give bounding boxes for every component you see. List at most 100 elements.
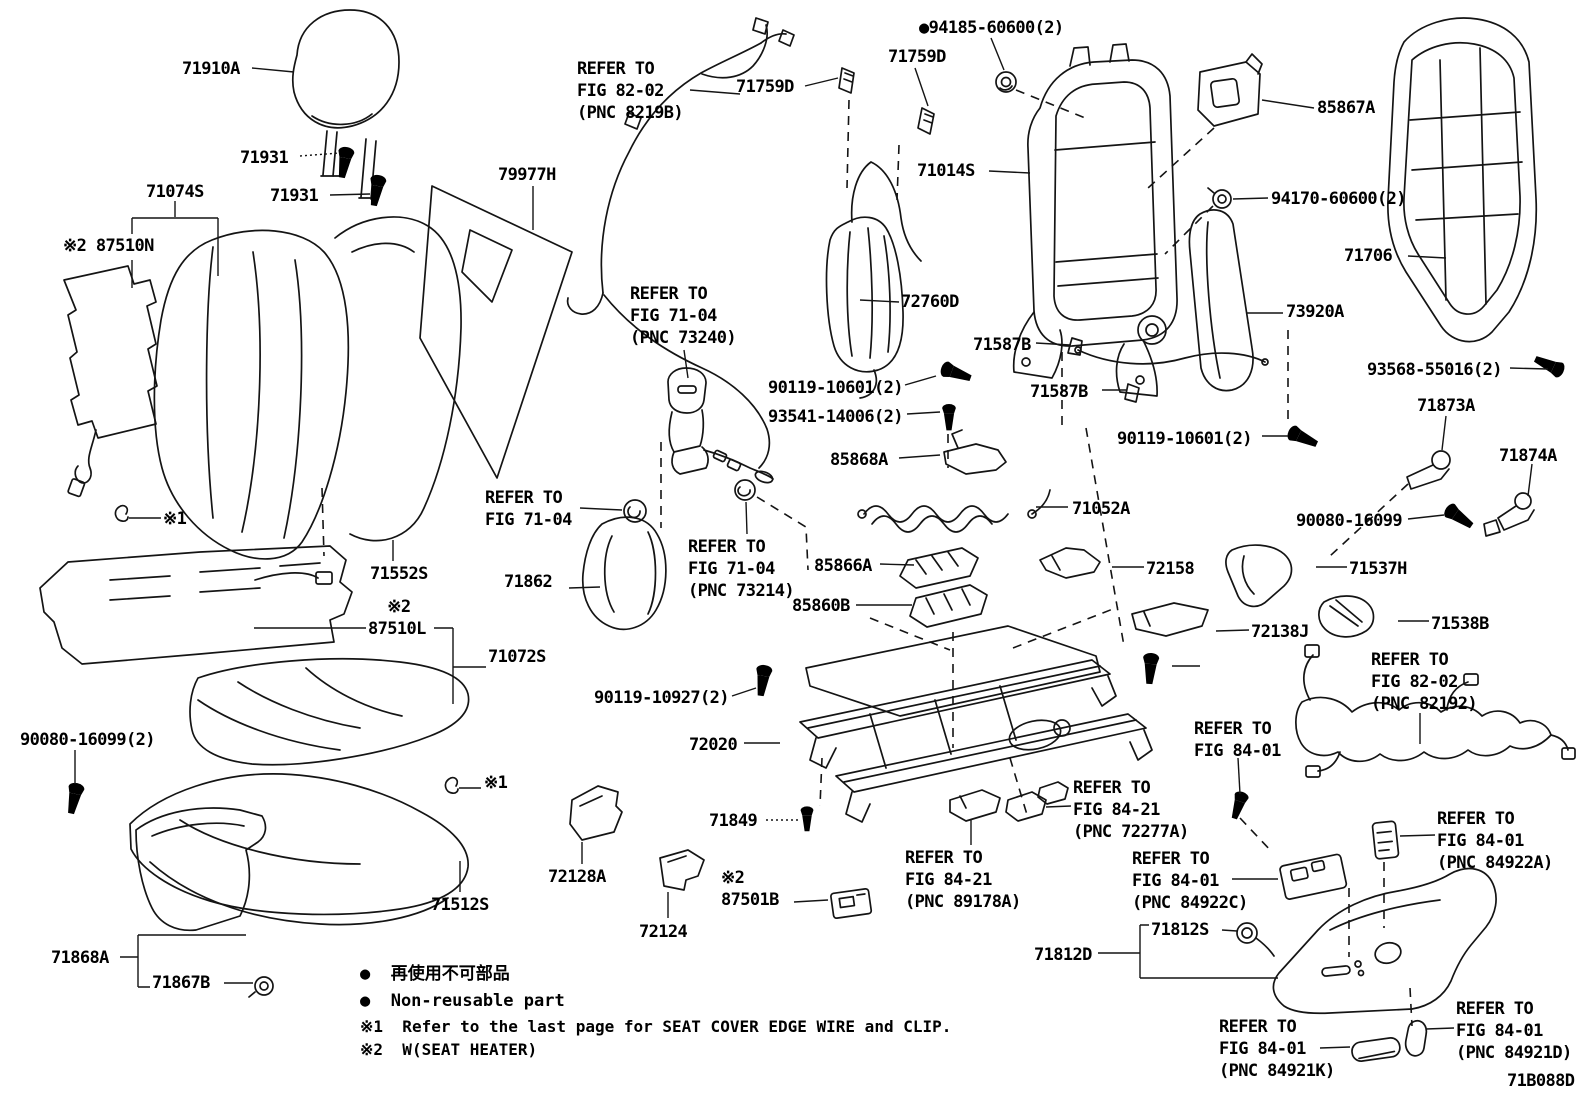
label-refer-84921k: REFER TO FIG 84-01 (PNC 84921K) bbox=[1219, 1017, 1335, 1081]
construction-lines bbox=[321, 89, 1413, 1027]
bolt-fig84-01 bbox=[1227, 789, 1250, 821]
switch-84922A bbox=[1371, 820, 1400, 860]
label-72020: 72020 bbox=[689, 735, 738, 755]
grommet-73214 bbox=[734, 479, 756, 501]
label-71910A: 71910A bbox=[182, 59, 240, 79]
bracket-89178A bbox=[949, 789, 1001, 822]
knob-71812S bbox=[1236, 922, 1275, 957]
label-85860B: 85860B bbox=[792, 596, 850, 616]
label-refer-84921d: REFER TO FIG 84-01 (PNC 84921D) bbox=[1456, 999, 1572, 1063]
bolt-71849 bbox=[800, 806, 814, 832]
grommet-94185 bbox=[995, 71, 1017, 93]
seatback-wire-harness-8219B bbox=[566, 17, 795, 469]
label-71868A: 71868A bbox=[51, 948, 109, 968]
nut-94170 bbox=[1207, 187, 1232, 209]
seat-track-72020 bbox=[799, 625, 1153, 823]
diagram-code: 71B088D bbox=[1507, 1071, 1575, 1091]
bolt-90119-10927-a bbox=[752, 663, 773, 697]
label-71812S: 71812S bbox=[1151, 920, 1209, 940]
clip-71587B-b bbox=[1124, 383, 1140, 403]
label-71874A: 71874A bbox=[1499, 446, 1557, 466]
label-71759D-a: 71759D bbox=[736, 77, 794, 97]
label-79977H: 79977H bbox=[498, 165, 556, 185]
label-71867B: 71867B bbox=[152, 973, 210, 993]
legend-nonreusable-jp: ● 再使用不可部品 bbox=[360, 964, 510, 984]
seatback-frame-71014S bbox=[1012, 43, 1178, 397]
bracket-71538B bbox=[1318, 595, 1375, 638]
hook-71873A bbox=[1406, 450, 1451, 490]
clip-71759D-a bbox=[838, 67, 855, 94]
shield-71862 bbox=[581, 516, 667, 631]
bracket-85867A bbox=[1197, 53, 1263, 127]
label-71812D: 71812D bbox=[1034, 945, 1092, 965]
legend-nonreusable-en: ● Non-reusable part bbox=[360, 991, 565, 1011]
label-refer-7104: REFER TO FIG 71-04 bbox=[485, 488, 572, 530]
clip-71759D-b bbox=[917, 107, 935, 135]
label-refer-73240: REFER TO FIG 71-04 (PNC 73240) bbox=[630, 284, 737, 348]
label-note1-left: ※1 bbox=[163, 509, 187, 529]
switch-84922C bbox=[1279, 853, 1348, 900]
legend-note1: ※1 Refer to the last page for SEAT COVER… bbox=[360, 1017, 952, 1036]
bracket-72138J bbox=[1131, 602, 1209, 637]
label-72158: 72158 bbox=[1146, 559, 1195, 579]
shield-71812D bbox=[1272, 867, 1497, 1015]
bolt-90080-16099-b bbox=[63, 781, 86, 816]
label-87501B: ※2 87501B bbox=[721, 868, 779, 910]
label-90119-10601-a: 90119-10601(2) bbox=[768, 378, 903, 398]
label-72124: 72124 bbox=[639, 922, 688, 942]
leader-lines bbox=[74, 37, 1549, 1049]
legend: ● 再使用不可部品 ● Non-reusable part ※1 Refer t… bbox=[360, 961, 951, 1061]
label-93541-14006: 93541-14006(2) bbox=[768, 407, 903, 427]
label-refer-73214: REFER TO FIG 71-04 (PNC 73214) bbox=[688, 537, 795, 601]
label-refer-82192: REFER TO FIG 82-02 (PNC 82192) bbox=[1371, 650, 1478, 714]
label-71052A: 71052A bbox=[1072, 499, 1130, 519]
label-93568-55016: 93568-55016(2) bbox=[1367, 360, 1502, 380]
bracket-72158 bbox=[1039, 547, 1101, 579]
label-85867A: 85867A bbox=[1317, 98, 1375, 118]
seat-cushion-71072S bbox=[189, 658, 470, 766]
edge-wire-hook-right bbox=[444, 776, 459, 795]
label-71587B-a: 71587B bbox=[973, 335, 1031, 355]
label-71862: 71862 bbox=[504, 572, 553, 592]
label-87510N: ※2 87510N bbox=[63, 236, 154, 256]
headrest-support-bolt-71931-b bbox=[365, 173, 388, 208]
label-note1-right: ※1 bbox=[484, 773, 508, 793]
bracket-72277A bbox=[1005, 781, 1069, 822]
hook-71874A bbox=[1483, 492, 1535, 537]
label-71537H: 71537H bbox=[1349, 559, 1407, 579]
knob-84921D bbox=[1404, 1020, 1428, 1057]
seatback-cover bbox=[334, 216, 462, 542]
bracket-72124 bbox=[659, 849, 705, 891]
valance-71868A bbox=[135, 807, 267, 932]
label-71538B: 71538B bbox=[1431, 614, 1489, 634]
bolt-90080-16099-a bbox=[1441, 501, 1477, 533]
connector-87501B bbox=[830, 888, 873, 919]
headrest-support-bolt-71931-a bbox=[333, 145, 356, 180]
bolt-90119-10927-b bbox=[1141, 652, 1160, 685]
label-73920A: 73920A bbox=[1286, 302, 1344, 322]
cushion-pan-71512S bbox=[129, 773, 469, 926]
label-94185-60600: ●94185-60600(2) bbox=[919, 18, 1064, 38]
label-72138J: 72138J bbox=[1251, 622, 1309, 642]
label-refer-84922c: REFER TO FIG 84-01 (PNC 84922C) bbox=[1132, 849, 1248, 913]
label-90080-16099-a: 90080-16099 bbox=[1296, 511, 1403, 531]
bolt-90119-10601-b bbox=[1285, 423, 1321, 452]
cover-sheet-79977H bbox=[419, 185, 573, 479]
label-refer-8401-center: REFER TO FIG 84-01 bbox=[1194, 719, 1281, 761]
label-71849: 71849 bbox=[709, 811, 758, 831]
frame-wire bbox=[1074, 346, 1269, 366]
label-90119-10927-a: 90119-10927(2) bbox=[594, 688, 729, 708]
bolt-90119-10601-a bbox=[938, 360, 974, 386]
label-71552S: 71552S bbox=[370, 564, 428, 584]
label-refer-72277a: REFER TO FIG 84-21 (PNC 72277A) bbox=[1073, 778, 1189, 842]
clip-71867B bbox=[248, 976, 274, 998]
label-72760D: 72760D bbox=[901, 292, 959, 312]
label-90080-16099-b: 90080-16099(2) bbox=[20, 730, 155, 750]
label-90119-10601-b: 90119-10601(2) bbox=[1117, 429, 1252, 449]
label-71587B-b: 71587B bbox=[1030, 382, 1088, 402]
lumbar-support-72760D bbox=[825, 161, 922, 399]
screw-93568 bbox=[1531, 351, 1567, 380]
seatback-cushion-71074S bbox=[153, 229, 350, 560]
